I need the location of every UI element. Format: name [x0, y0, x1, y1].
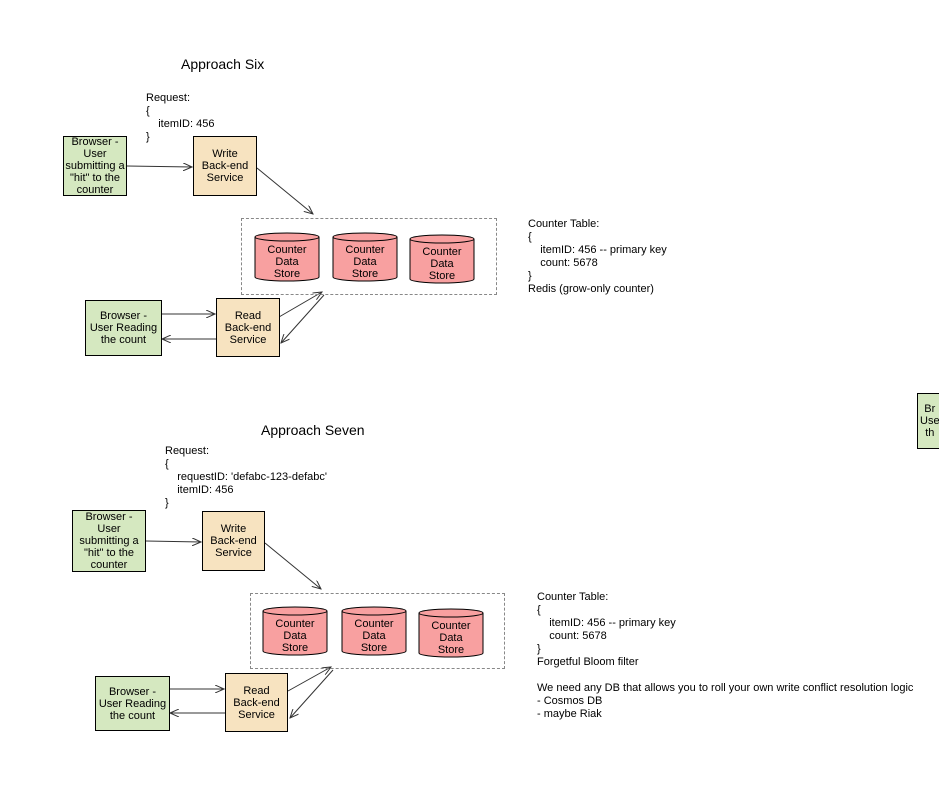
arrow-read-to-stores-a [278, 292, 322, 318]
arrow-stores-to-read-7b [290, 669, 334, 718]
counter-store-label: Counter Data Store [431, 620, 471, 656]
counter-store-7-2[interactable]: Counter Data Store [341, 606, 407, 656]
write-service-node[interactable]: Write Back-end Service [193, 136, 257, 196]
cylinder-icon [254, 232, 320, 282]
arrow-write-to-stores-7 [264, 542, 321, 589]
approach-six-table-note: Counter Table: { itemID: 456 -- primary … [528, 218, 667, 295]
browser-write-node-7[interactable]: Browser - User submitting a "hit" to the… [72, 510, 146, 572]
counter-store-3[interactable]: Counter Data Store [409, 234, 475, 284]
read-service-node[interactable]: Read Back-end Service [216, 298, 280, 357]
counter-store-7-3[interactable]: Counter Data Store [418, 608, 484, 658]
counter-store-label: Counter Data Store [275, 618, 315, 654]
browser-read-node-7[interactable]: Browser - User Reading the count [95, 676, 170, 731]
cylinder-icon [341, 606, 407, 656]
cylinder-icon [332, 232, 398, 282]
data-store-group [241, 218, 497, 295]
counter-store-label: Counter Data Store [267, 244, 307, 280]
counter-store-label: Counter Data Store [345, 244, 385, 280]
counter-store-7-1[interactable]: Counter Data Store [262, 606, 328, 656]
approach-seven-table-note: Counter Table: { itemID: 456 -- primary … [537, 591, 914, 720]
counter-store-2[interactable]: Counter Data Store [332, 232, 398, 282]
browser-read-node[interactable]: Browser - User Reading the count [85, 300, 162, 356]
arrow-browser-to-write-7 [145, 541, 201, 542]
approach-seven-title: Approach Seven [261, 422, 365, 438]
approach-seven-request: Request: { requestID: 'defabc-123-defabc… [165, 445, 327, 509]
browser-write-node[interactable]: Browser - User submitting a "hit" to the… [63, 136, 127, 196]
cylinder-icon [262, 606, 328, 656]
approach-six-title: Approach Six [181, 56, 265, 72]
read-service-node-7[interactable]: Read Back-end Service [225, 673, 288, 732]
counter-store-label: Counter Data Store [354, 618, 394, 654]
data-store-group-7 [250, 593, 505, 669]
counter-store-1[interactable]: Counter Data Store [254, 232, 320, 282]
arrow-read-to-stores-7a [287, 667, 331, 692]
edge-browser-node[interactable]: Br Use th [917, 393, 939, 449]
approach-six-request: Request: { itemID: 456 } [146, 92, 215, 143]
cylinder-icon [418, 608, 484, 658]
arrow-browser-to-write [126, 166, 192, 167]
arrow-write-to-stores [256, 167, 313, 214]
arrow-stores-to-read-b [281, 294, 325, 343]
counter-store-label: Counter Data Store [422, 246, 462, 282]
cylinder-icon [409, 234, 475, 284]
write-service-node-7[interactable]: Write Back-end Service [202, 511, 265, 571]
